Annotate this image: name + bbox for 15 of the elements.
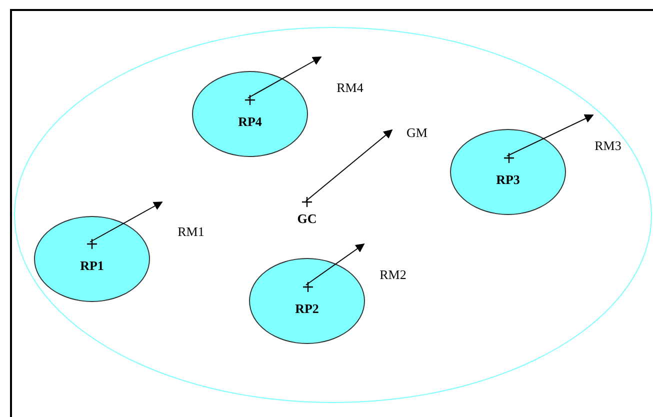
node-label: RP2 — [294, 302, 320, 315]
arrow — [506, 114, 594, 156]
vector-label: RM2 — [377, 266, 409, 282]
node-label: GC — [296, 212, 318, 225]
vector-label: RM3 — [592, 137, 624, 153]
node-label: RP4 — [237, 115, 263, 128]
vector-label: RM1 — [175, 223, 207, 239]
arrow — [248, 56, 322, 98]
node-label: RP1 — [79, 259, 105, 272]
node-label: RP3 — [495, 173, 521, 186]
arrow — [90, 202, 163, 242]
vector-label: GM — [404, 124, 430, 140]
arrow — [306, 129, 393, 202]
arrow — [306, 243, 365, 286]
vector-label: RM4 — [334, 79, 366, 95]
